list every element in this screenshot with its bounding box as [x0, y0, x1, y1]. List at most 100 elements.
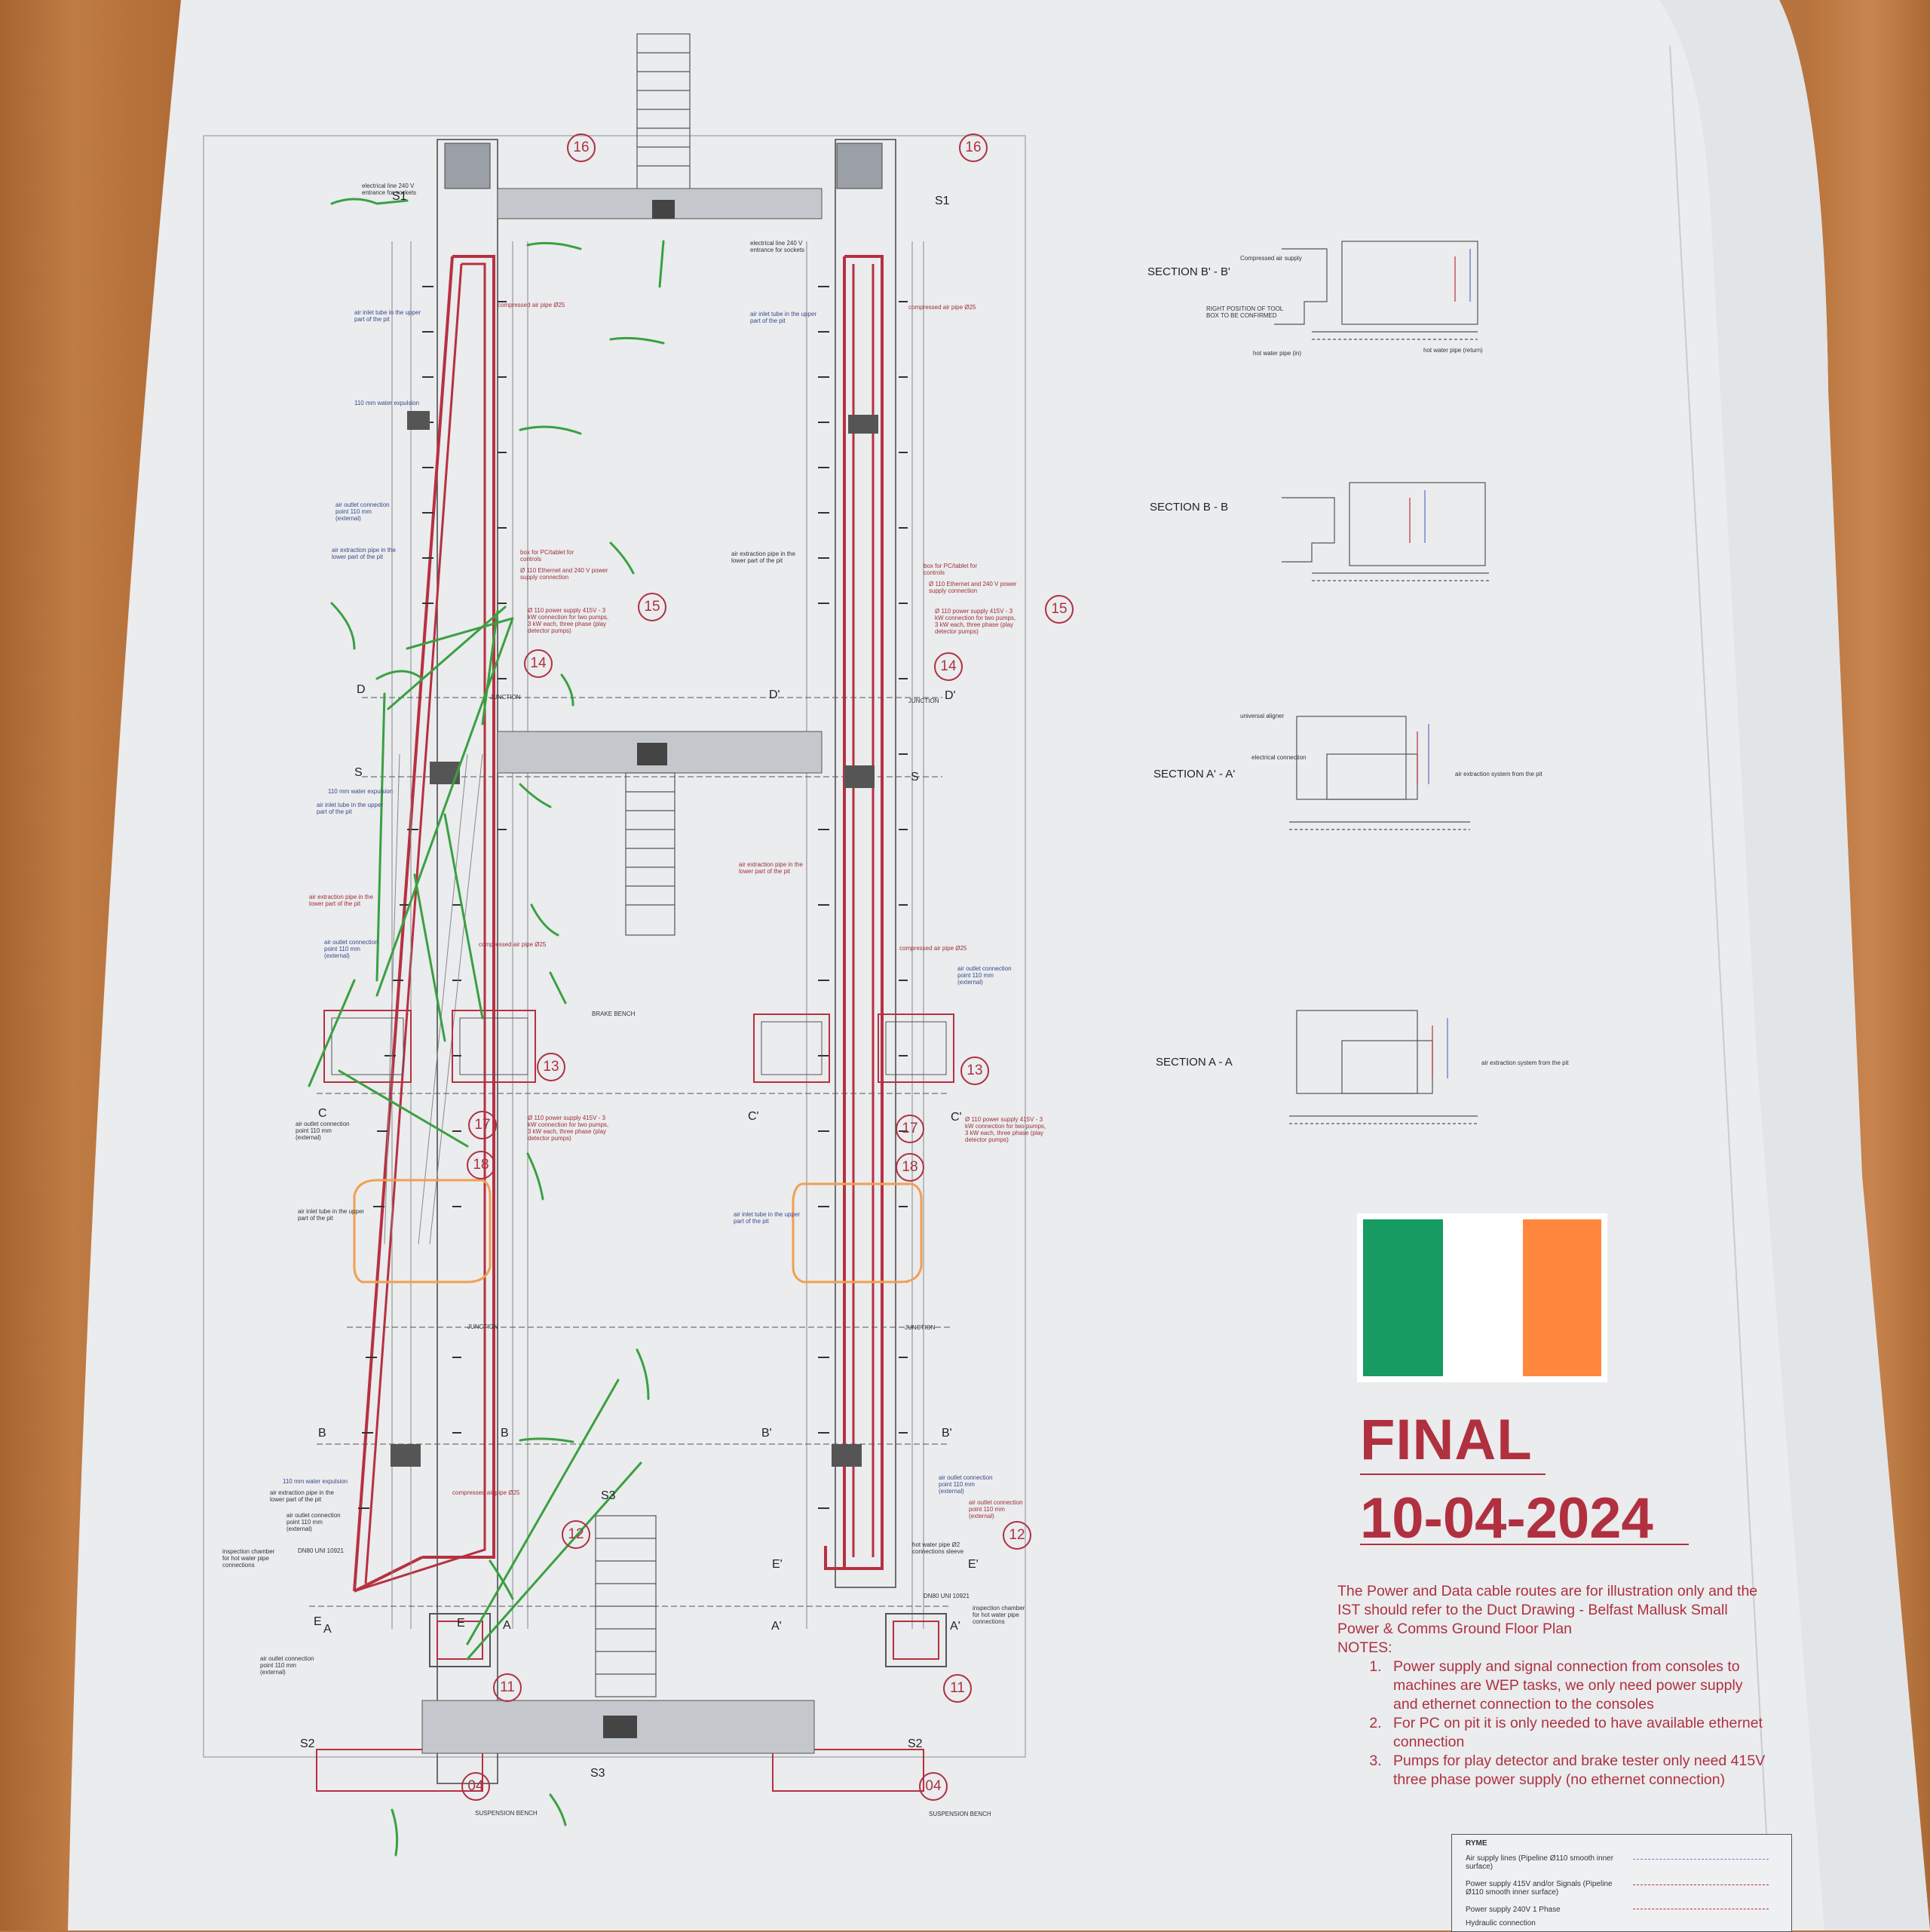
left-orange-loop	[353, 1179, 492, 1283]
callout-left-14: 14	[524, 649, 553, 678]
note-air-outlet-left: air outlet connection point 110 mm (exte…	[335, 501, 390, 522]
left-pit	[353, 139, 498, 1784]
callout-right-12: 12	[1003, 1521, 1031, 1550]
mark-s3-top: S3	[601, 1489, 616, 1502]
note-air-extraction-right-2: air extraction pipe in the lower part of…	[739, 861, 803, 875]
note-air-outlet-right-2: air outlet connection point 110 mm (exte…	[939, 1474, 993, 1495]
middle-stairs	[625, 772, 676, 936]
note-item-2: For PC on pit it is only needed to have …	[1386, 1714, 1767, 1752]
left-suspension-bench	[316, 1613, 491, 1792]
note-dn80-left: DN80 UNI 10921	[298, 1547, 344, 1554]
right-brake-bench	[753, 1014, 954, 1083]
notes-block: The Power and Data cable routes are for …	[1337, 1582, 1767, 1789]
section-note-extraction: air extraction system from the pit	[1455, 771, 1542, 777]
note-air-extraction-left: air extraction pipe in the lower part of…	[332, 547, 396, 560]
mark-d: D	[357, 683, 366, 696]
mark-a-mid: A	[503, 1619, 511, 1632]
mark-b-right: B	[501, 1427, 509, 1440]
mark-b-prime-right: B'	[942, 1427, 952, 1440]
note-ethernet-right: Ø 110 Ethernet and 240 V power supply co…	[929, 581, 1017, 594]
note-inspection-left: inspection chamber for hot water pipe co…	[222, 1548, 275, 1569]
callout-right-04: 04	[919, 1772, 948, 1801]
note-air-outlet-left-3: air outlet connection point 110 mm (exte…	[296, 1121, 350, 1141]
callout-right-18: 18	[896, 1153, 924, 1182]
mark-a-prime-right: A'	[950, 1620, 960, 1633]
callout-right-13: 13	[960, 1056, 989, 1085]
note-air-inlet-right: air inlet tube in the upper part of the …	[750, 311, 817, 324]
legend-row-power-240: Power supply 240V 1 Phase	[1466, 1906, 1561, 1914]
section-label-a: SECTION A - A	[1156, 1056, 1233, 1069]
note-suspension-bench-left: SUSPENSION BENCH	[475, 1810, 538, 1817]
note-compressed-air-left-3: compressed air pipe Ø25	[452, 1489, 520, 1496]
note-box-pc-left: box for PC/tablet for controls	[520, 549, 574, 563]
note-water-expulsion-left: 110 mm water expulsion	[354, 400, 420, 406]
note-junction-right-mid: JUNCTION	[908, 698, 939, 704]
legend-row-hydraulic: Hydraulic connection	[1466, 1919, 1536, 1927]
mark-s1-left: S1	[392, 190, 407, 203]
mark-a-prime-left: A'	[771, 1620, 782, 1633]
note-air-outlet-left-4: air outlet connection point 110 mm (exte…	[286, 1512, 341, 1532]
section-label-b-prime: SECTION B' - B'	[1147, 265, 1230, 278]
note-air-extraction-right: air extraction pipe in the lower part of…	[731, 550, 795, 564]
mark-a-left: A	[323, 1623, 332, 1636]
legend-title: RYME	[1466, 1839, 1487, 1848]
mark-s2-right: S2	[908, 1737, 923, 1750]
callout-left-15: 15	[638, 593, 666, 621]
note-dn80-right: DN80 UNI 10921	[924, 1593, 970, 1599]
note-air-extraction-left-3: air extraction pipe in the lower part of…	[270, 1489, 334, 1503]
flag-green-band	[1363, 1219, 1443, 1376]
note-compressed-air-left: compressed air pipe Ø25	[498, 302, 565, 308]
note-power-left: Ø 110 power supply 415V - 3 kW connectio…	[528, 607, 609, 634]
note-junction-right: JUNCTION	[905, 1324, 936, 1331]
section-note-hot-in: hot water pipe (in)	[1253, 350, 1302, 357]
note-power-right-2: Ø 110 power supply 415V - 3 kW connectio…	[965, 1116, 1046, 1143]
legend-row-air: Air supply lines (Pipeline Ø110 smooth i…	[1466, 1854, 1614, 1871]
note-compressed-air-right: compressed air pipe Ø25	[908, 304, 976, 311]
note-air-extraction-left-2: air extraction pipe in the lower part of…	[309, 894, 373, 907]
note-air-inlet-left-2: air inlet tube in the upper part of the …	[317, 802, 384, 815]
legend-box: RYME Air supply lines (Pipeline Ø110 smo…	[1451, 1834, 1792, 1932]
note-item-3: Pumps for play detector and brake tester…	[1386, 1752, 1767, 1789]
note-water-expulsion-left-2: 110 mm water expulsion	[328, 788, 394, 795]
notes-heading: NOTES:	[1337, 1639, 1392, 1656]
section-note-hot-return: hot water pipe (return)	[1423, 347, 1483, 354]
note-item-1: Power supply and signal connection from …	[1386, 1658, 1767, 1714]
legend-row-power-415: Power supply 415V and/or Signals (Pipeli…	[1466, 1880, 1613, 1897]
section-label-b: SECTION B - B	[1150, 501, 1229, 514]
note-water-expulsion-left-3: 110 mm water expulsion	[283, 1478, 348, 1485]
mark-e-prime-left: E'	[772, 1558, 783, 1571]
note-inspection-right: inspection chamber for hot water pipe co…	[973, 1605, 1025, 1625]
callout-right-17: 17	[896, 1115, 924, 1143]
callout-right-14: 14	[934, 652, 963, 681]
green-markings	[309, 199, 665, 1857]
note-air-inlet-left: air inlet tube in the upper part of the …	[354, 309, 421, 323]
mark-b-prime-left: B'	[761, 1427, 772, 1440]
note-air-outlet-right-3: air outlet connection point 110 mm (exte…	[969, 1499, 1023, 1520]
section-drawings	[1274, 241, 1489, 1124]
note-air-inlet-left-3: air inlet tube in the upper part of the …	[298, 1208, 365, 1222]
mark-s2-left: S2	[300, 1737, 315, 1750]
mark-s1-right: S1	[935, 195, 950, 207]
legend-line-air	[1633, 1859, 1769, 1860]
note-air-inlet-right-2: air inlet tube in the upper part of the …	[734, 1211, 801, 1225]
mark-d-prime-right: D'	[945, 689, 956, 702]
note-junction-left: JUNCTION	[467, 1323, 498, 1330]
note-compressed-air-left-2: compressed air pipe Ø25	[479, 941, 547, 948]
note-brake-bench: BRAKE BENCH	[592, 1010, 636, 1017]
note-junction-left-mid: JUNCTION	[490, 694, 521, 701]
callout-left-13: 13	[537, 1053, 565, 1081]
section-label-a-prime: SECTION A' - A'	[1153, 768, 1236, 780]
callout-left-17: 17	[468, 1111, 497, 1139]
mark-s3-bottom: S3	[590, 1767, 605, 1780]
mark-s-left: S	[354, 766, 363, 779]
flag-orange-band	[1523, 1219, 1601, 1376]
note-air-outlet-left-5: air outlet connection point 110 mm (exte…	[260, 1655, 314, 1676]
callout-left-04: 04	[461, 1772, 490, 1801]
note-suspension-bench-right: SUSPENSION BENCH	[929, 1811, 991, 1817]
note-electrical-line: electrical line 240 V entrance for socke…	[362, 182, 417, 196]
right-pit	[824, 139, 896, 1588]
mark-d-prime-left: D'	[769, 688, 780, 701]
mark-e-prime-right: E'	[968, 1558, 979, 1571]
note-air-outlet-left-2: air outlet connection point 110 mm (exte…	[324, 939, 378, 959]
